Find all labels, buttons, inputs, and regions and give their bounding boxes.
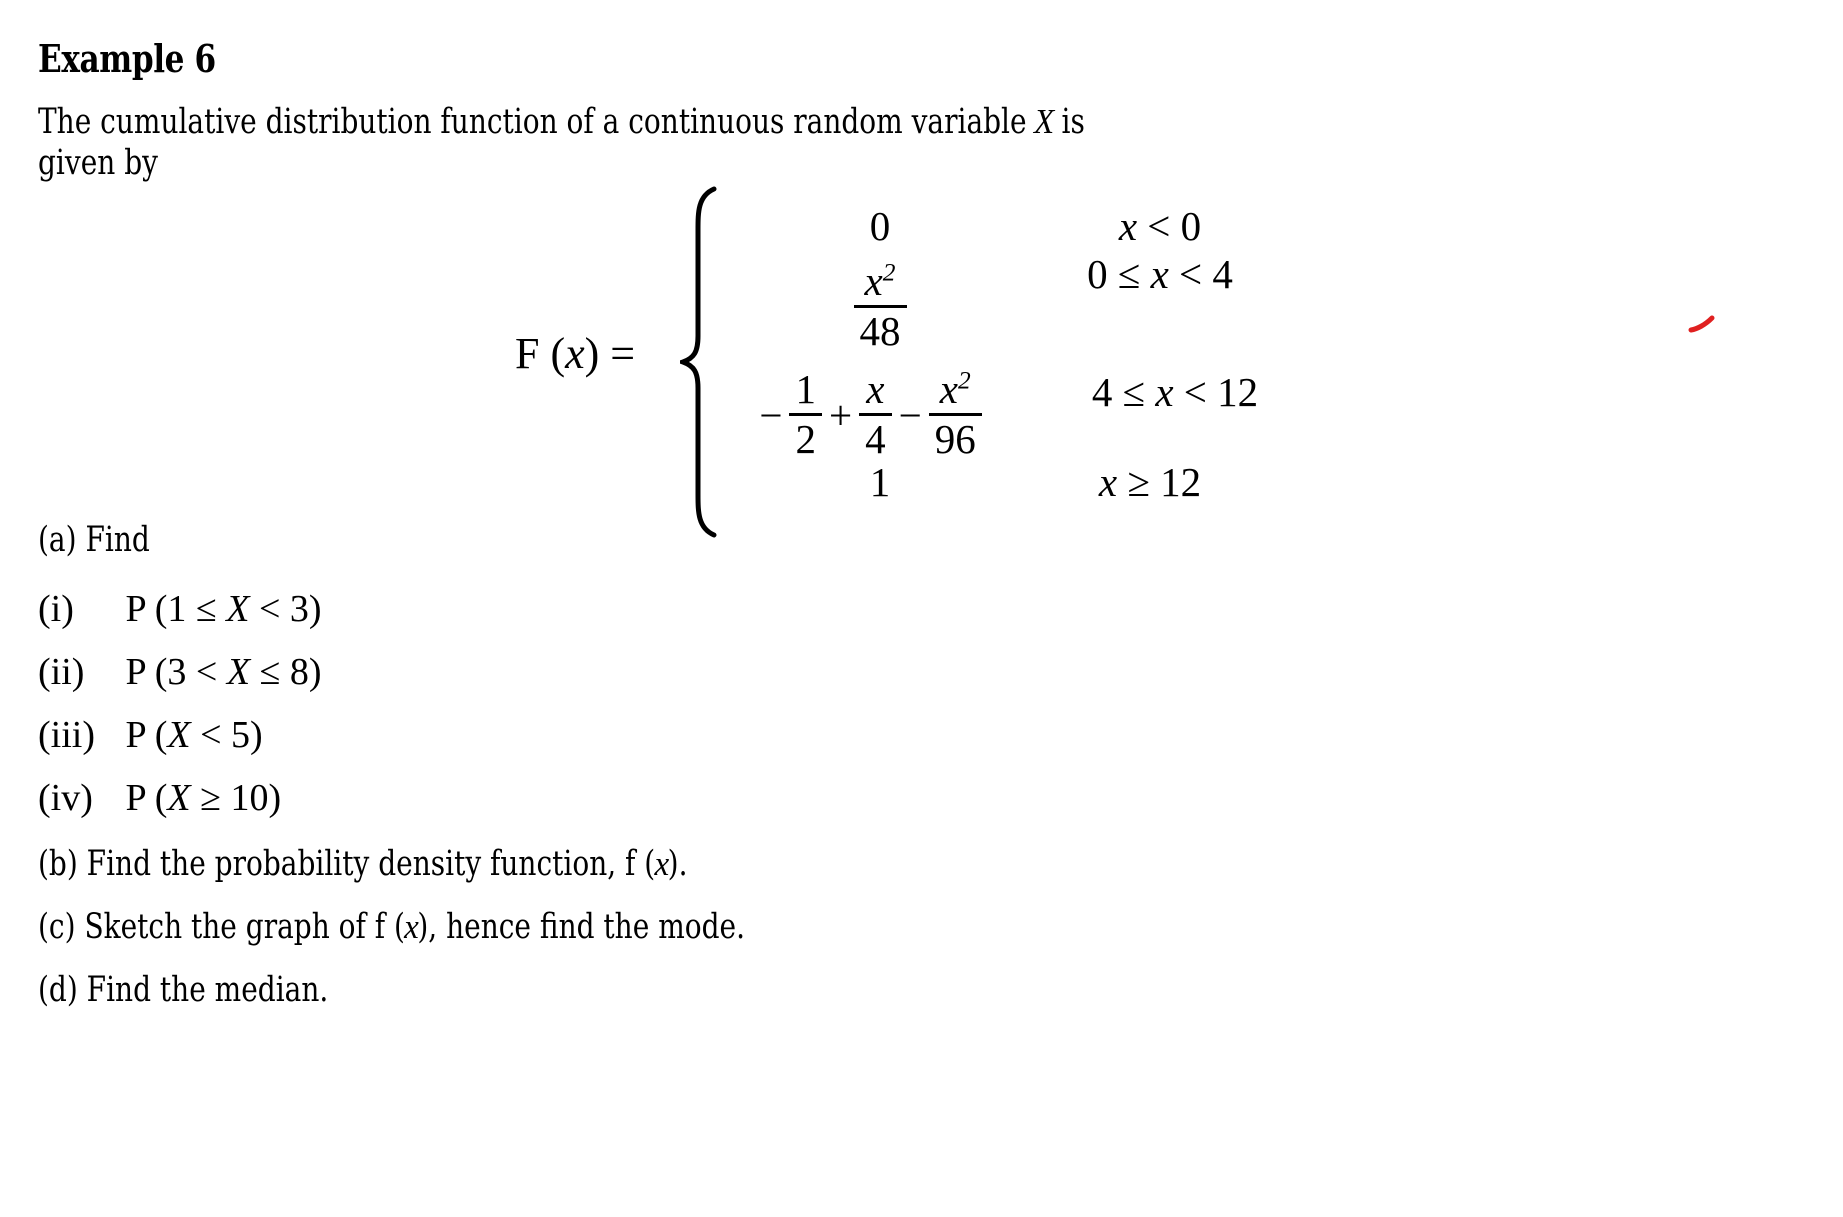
function-label-equals: ) = [584, 329, 636, 378]
fraction-numerator-exponent: 2 [957, 366, 971, 395]
case-condition-bound: 0 [1180, 203, 1202, 249]
intro-random-variable: X [1033, 102, 1055, 141]
intro-line2: given by [38, 143, 158, 183]
case-condition: x ≥ 12 [1020, 458, 1280, 506]
intro-text-after: is [1052, 102, 1085, 142]
question-item-iv: (iv) P (X ≥ 10) [38, 776, 281, 820]
case-condition-upper: < 12 [1173, 369, 1259, 415]
case-value-text: 1 [869, 459, 891, 505]
page-title: Example 6 [38, 36, 216, 81]
case-value: − 1 2 + x 4 − x2 96 [690, 366, 1050, 463]
case-condition-upper: < 4 [1168, 251, 1233, 297]
fraction-bar [928, 413, 982, 417]
question-label: (i) [38, 588, 74, 630]
fraction-numerator-base: x [939, 366, 958, 412]
question-item-c: (c) Sketch the graph of f (x), hence fin… [38, 907, 745, 947]
case-value-text: 0 [869, 203, 891, 249]
case-condition-lower: 0 ≤ [1087, 251, 1151, 297]
question-label: (a) [38, 520, 77, 560]
case-condition: 0 ≤ x < 4 [1030, 250, 1290, 298]
question-label: (d) [38, 970, 78, 1010]
question-item-b: (b) Find the probability density functio… [38, 844, 688, 884]
question-text: Find [76, 520, 150, 560]
expression-leading-sign: − [759, 391, 783, 438]
case-value: 1 [730, 458, 1030, 506]
case-value: x2 48 [730, 258, 1030, 355]
fraction-x-over-4: x 4 [859, 366, 892, 463]
fraction-denominator: 2 [795, 416, 816, 463]
fraction-x2-over-48: x2 48 [853, 258, 907, 355]
case-condition-relation: ≥ [1117, 459, 1161, 505]
fraction-numerator-exponent: 2 [882, 258, 896, 287]
function-label-variable: x [565, 329, 585, 378]
case-condition: x < 0 [1030, 202, 1290, 250]
fraction-numerator: 1 [795, 366, 816, 412]
question-item-ii: (ii) P (3 < X ≤ 8) [38, 650, 322, 694]
fraction-denominator: 96 [934, 416, 976, 463]
fraction-1-over-2: 1 2 [789, 366, 822, 463]
case-condition-variable: x [1150, 251, 1169, 297]
fraction-numerator: x2 [854, 258, 907, 304]
intro-paragraph: The cumulative distribution function of … [38, 101, 1446, 184]
case-condition: 4 ≤ x < 12 [1050, 368, 1300, 416]
question-label: (iv) [38, 777, 93, 819]
red-pen-stroke-icon [1688, 314, 1716, 334]
question-item-a: (a) Find [38, 520, 150, 560]
function-label-Fx: F (x) = [515, 328, 635, 379]
fraction-bar [789, 413, 822, 417]
question-label: (iii) [38, 714, 95, 756]
question-random-variable: X [167, 777, 191, 819]
question-text-after: ≤ 8) [250, 651, 322, 693]
question-text-before: P (3 < [116, 651, 227, 693]
question-text-after: ). [667, 844, 688, 884]
question-function-variable: x [403, 907, 419, 946]
question-label: (b) [38, 844, 78, 884]
question-label: (ii) [38, 651, 85, 693]
question-text: Find the median. [77, 970, 329, 1010]
question-random-variable: X [167, 714, 191, 756]
question-function-variable: x [654, 844, 669, 883]
question-text-before: P ( [116, 714, 168, 756]
question-text-after: < 5) [190, 714, 263, 756]
expression-operator-plus: + [828, 391, 853, 438]
fraction-denominator: 4 [865, 416, 886, 463]
case-condition-variable: x [1118, 203, 1138, 249]
question-text-before: P ( [116, 777, 168, 819]
intro-text-before: The cumulative distribution function of … [38, 102, 1036, 142]
piecewise-function-formula: F (x) = 0 x < 0 x2 48 [430, 150, 1258, 538]
question-label: (c) [38, 907, 76, 947]
question-random-variable: X [226, 588, 250, 630]
case-condition-bound: 12 [1160, 459, 1202, 505]
fraction-bar [859, 413, 892, 417]
fraction-x2-over-96: x2 96 [928, 366, 982, 463]
question-random-variable: X [226, 651, 251, 693]
question-text-before: Find the probability density function, f… [77, 844, 656, 884]
case-value: 0 [730, 202, 1030, 250]
question-text-before: Sketch the graph of f ( [75, 907, 405, 947]
question-text-after: < 3) [249, 588, 322, 630]
fraction-numerator: x [859, 366, 892, 412]
case-condition-lower: 4 ≤ [1091, 369, 1156, 415]
case-condition-variable: x [1098, 459, 1118, 505]
question-text-after: ≥ 10) [190, 777, 282, 819]
case-condition-variable: x [1155, 369, 1174, 415]
fraction-numerator-variable: x [866, 366, 885, 412]
fraction-numerator-base: x [864, 258, 883, 304]
expression-operator-minus: − [898, 391, 922, 438]
question-text-after: ), hence find the mode. [417, 907, 745, 947]
question-text-before: P (1 ≤ [116, 588, 227, 630]
question-item-i: (i) P (1 ≤ X < 3) [38, 587, 322, 631]
function-label-F: F ( [515, 329, 566, 378]
question-item-iii: (iii) P (X < 5) [38, 713, 263, 757]
fraction-denominator: 48 [859, 308, 901, 355]
question-item-d: (d) Find the median. [38, 970, 328, 1010]
fraction-bar [853, 305, 907, 309]
case-condition-relation: < [1137, 203, 1181, 249]
fraction-numerator: x2 [929, 366, 982, 412]
curly-brace-icon [675, 186, 720, 538]
